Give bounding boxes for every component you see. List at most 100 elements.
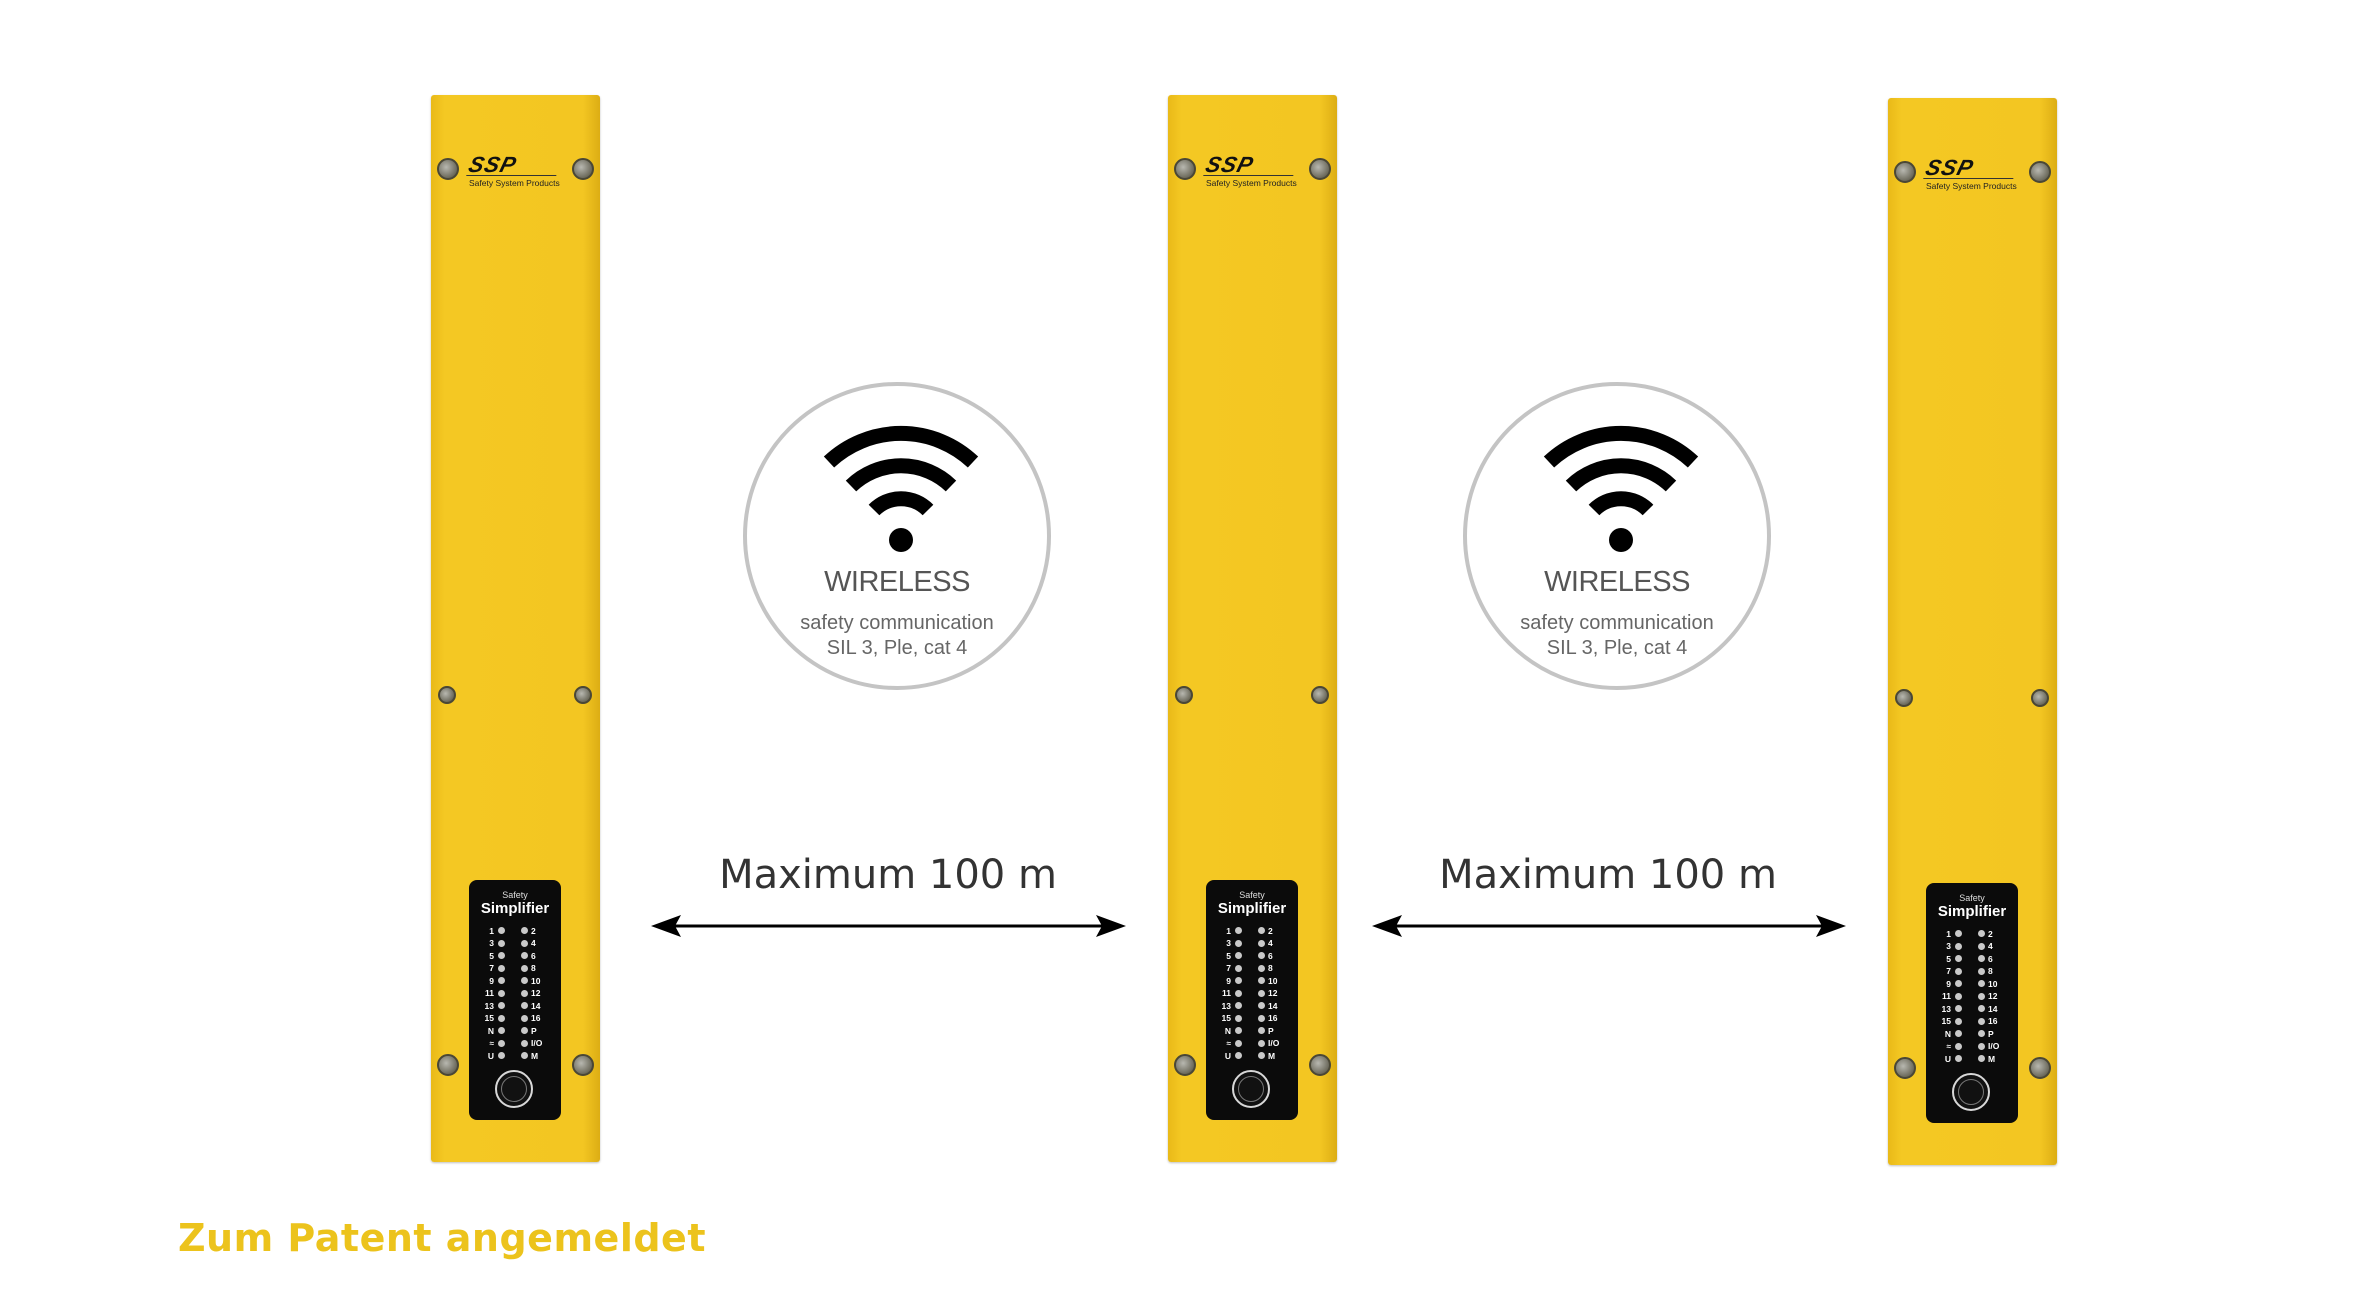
led-label: N <box>1944 1028 1951 1039</box>
wireless-badge-1: WIRELESS safety communication SIL 3, Ple… <box>743 382 1051 690</box>
led-dot <box>1978 942 1985 950</box>
led-label: 5 <box>1226 950 1231 961</box>
led-indicator: U <box>1938 1053 1972 1065</box>
screw-icon <box>1894 161 1916 183</box>
led-dot <box>498 1002 505 1010</box>
led-indicator: 10 <box>515 975 549 987</box>
screw-icon <box>1894 1057 1916 1079</box>
led-dot <box>1955 930 1962 938</box>
led-label: 9 <box>1946 978 1951 989</box>
led-dot <box>1235 939 1242 947</box>
led-dot <box>1235 989 1242 997</box>
led-indicator: 14 <box>1252 1000 1286 1012</box>
led-label: 4 <box>1268 938 1273 949</box>
badge-line-1: safety communication <box>800 612 994 634</box>
led-dot <box>1955 1030 1962 1038</box>
led-dot <box>1258 1027 1265 1035</box>
led-label: 14 <box>531 1000 541 1011</box>
led-label: 2 <box>1268 925 1273 936</box>
screw-icon <box>437 158 459 180</box>
patent-pending-note: Zum Patent angemeldet <box>178 1216 706 1260</box>
led-label: 13 <box>1221 1000 1231 1011</box>
led-indicator: 7 <box>1218 963 1252 975</box>
led-dot <box>521 952 528 960</box>
led-dot <box>1978 955 1985 963</box>
led-dot <box>521 927 528 935</box>
led-indicator: 3 <box>1218 938 1252 950</box>
led-indicator: 15 <box>1218 1013 1252 1025</box>
led-dot <box>1258 952 1265 960</box>
led-dot <box>1978 992 1985 1000</box>
led-label: I/O <box>1988 1041 2000 1052</box>
display-label: Safety <box>502 890 528 900</box>
led-indicator: 13 <box>1218 1000 1252 1012</box>
led-dot <box>1235 1002 1242 1010</box>
led-dot <box>1978 1030 1985 1038</box>
led-dot <box>498 1014 505 1022</box>
led-label: 11 <box>485 988 494 999</box>
led-dot <box>498 989 505 997</box>
led-dot <box>1978 980 1985 988</box>
wifi-icon <box>1539 422 1703 560</box>
led-dot <box>1978 967 1985 975</box>
led-indicator: 4 <box>1972 941 2006 953</box>
led-dot <box>498 939 505 947</box>
led-indicator: 14 <box>515 1000 549 1012</box>
led-label: 2 <box>1988 928 1993 939</box>
led-indicator: 5 <box>1938 953 1972 965</box>
led-label: 5 <box>489 950 494 961</box>
led-indicator: 8 <box>1972 966 2006 978</box>
led-dot <box>1258 1014 1265 1022</box>
push-button[interactable] <box>1952 1073 1990 1111</box>
led-label: 16 <box>531 1013 541 1024</box>
led-label: 1 <box>1226 925 1231 936</box>
led-label: 1 <box>1946 928 1951 939</box>
led-indicator: 6 <box>1252 950 1286 962</box>
led-label: 14 <box>1268 1000 1278 1011</box>
led-dot <box>1235 977 1242 985</box>
led-dot <box>1978 1005 1985 1013</box>
led-dot <box>1955 942 1962 950</box>
distance-label-2: Maximum 100 m <box>1439 852 1777 898</box>
screw-icon <box>1895 689 1913 707</box>
badge-line-1: safety communication <box>1520 612 1714 634</box>
led-indicator: M <box>1972 1053 2006 1065</box>
logo-mark: SSP <box>1923 155 2019 180</box>
led-dot <box>521 989 528 997</box>
led-label: 5 <box>1946 953 1951 964</box>
led-label: P <box>531 1025 537 1036</box>
display-label: Safety <box>1959 893 1985 903</box>
led-indicator: 1 <box>1938 928 1972 940</box>
led-label: 6 <box>1988 953 1993 964</box>
push-button[interactable] <box>1232 1070 1270 1108</box>
led-indicator: P <box>515 1025 549 1037</box>
led-dot <box>1235 1027 1242 1035</box>
led-indicator: 16 <box>515 1013 549 1025</box>
push-button[interactable] <box>495 1070 533 1108</box>
led-indicator: 9 <box>1218 975 1252 987</box>
led-indicator: 13 <box>481 1000 515 1012</box>
led-indicator: 9 <box>1938 978 1972 990</box>
led-indicator: 1 <box>481 925 515 937</box>
screw-icon <box>572 158 594 180</box>
wifi-small-icon: ≈ <box>1226 1038 1231 1048</box>
display-title: Simplifier <box>480 900 550 917</box>
led-dot <box>1235 1014 1242 1022</box>
led-indicator: 12 <box>515 988 549 1000</box>
led-label: M <box>1268 1050 1276 1061</box>
led-label: 11 <box>1222 988 1231 999</box>
led-indicator: 5 <box>1218 950 1252 962</box>
screw-icon <box>1175 686 1193 704</box>
led-dot <box>1235 964 1242 972</box>
display-title: Simplifier <box>1937 903 2007 920</box>
led-dot <box>1235 1039 1242 1047</box>
led-indicator: M <box>1252 1050 1286 1062</box>
led-indicator: 8 <box>515 963 549 975</box>
